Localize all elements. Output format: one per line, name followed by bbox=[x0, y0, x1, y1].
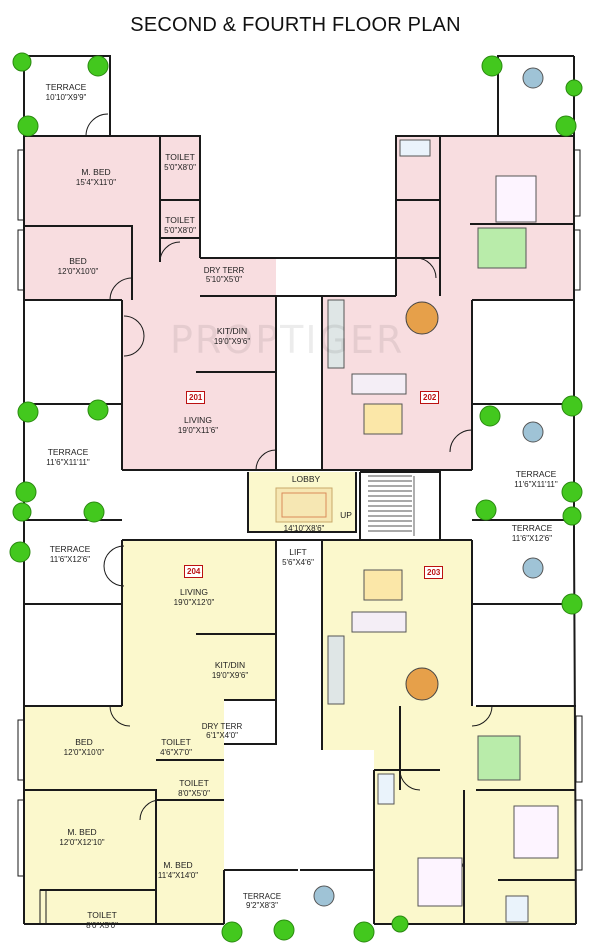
room-toilet-201b: TOILET 5'0"X8'0" bbox=[164, 215, 196, 235]
room-terrace-top-left: TERRACE 10'10"X9'9" bbox=[45, 82, 87, 102]
stair-treads bbox=[368, 475, 415, 536]
room-toilet-204b: TOILET 8'0"X5'0" bbox=[178, 778, 210, 798]
kitchen-counter-202 bbox=[327, 299, 345, 369]
bed-203b bbox=[513, 805, 559, 859]
room-living-201: LIVING 19'0"X11'6" bbox=[177, 415, 219, 435]
unit-tag-203: 203 bbox=[424, 566, 444, 579]
tea-table-r1 bbox=[522, 421, 544, 443]
planters bbox=[9, 52, 583, 943]
room-dry-terrace-204: DRY TERR 6'1"X4'0" bbox=[201, 722, 243, 741]
room-toilet-204a: TOILET 4'6"X7'0" bbox=[160, 737, 192, 757]
bed-203c bbox=[417, 857, 463, 907]
bed-203a bbox=[477, 735, 521, 781]
coffee-table-203 bbox=[363, 569, 403, 601]
coffee-table-202 bbox=[363, 403, 403, 435]
room-lift: LIFT 5'6"X4'6" bbox=[282, 547, 314, 567]
dining-table-202 bbox=[405, 301, 439, 335]
unit-tag-204: 204 bbox=[184, 565, 204, 578]
unit-tag-201: 201 bbox=[186, 391, 206, 404]
tea-table-tl bbox=[522, 67, 544, 89]
sofa-202 bbox=[351, 373, 407, 395]
room-mbed-204b: M. BED 11'4"X14'0" bbox=[157, 860, 199, 880]
unit-201-floor bbox=[24, 136, 276, 470]
bathtub-203 bbox=[377, 773, 395, 805]
room-living-204: LIVING 19'0"X12'0" bbox=[173, 587, 215, 607]
stair-up-label: UP bbox=[340, 510, 352, 520]
room-terrace-left-2: TERRACE 11'6"X12'6" bbox=[49, 544, 91, 564]
furniture bbox=[313, 67, 559, 923]
bed-202b bbox=[477, 227, 527, 269]
unit-204-floor bbox=[24, 540, 276, 924]
room-terrace-right-1: TERRACE 11'6"X11'11" bbox=[514, 469, 558, 489]
bathtub-203b bbox=[505, 895, 529, 923]
unit-tag-202: 202 bbox=[420, 391, 440, 404]
kitchen-counter-203 bbox=[327, 635, 345, 705]
room-mbed-204a: M. BED 12'0"X12'10" bbox=[59, 827, 105, 847]
unit-203-floor bbox=[322, 540, 576, 924]
room-kitdin-204: KIT/DIN 19'0"X9'6" bbox=[211, 660, 249, 680]
walls bbox=[23, 55, 577, 925]
lobby-rug bbox=[275, 487, 333, 523]
room-mbed-201: M. BED 15'4"X11'0" bbox=[75, 167, 117, 187]
room-terrace-right-2: TERRACE 11'6"X12'6" bbox=[511, 523, 553, 543]
room-terrace-bottom: TERRACE 9'2"X8'3" bbox=[242, 892, 282, 911]
room-dry-terrace-201: DRY TERR 5'10"X5'0" bbox=[203, 266, 245, 285]
tea-table-b bbox=[313, 885, 335, 907]
lobby-dimension: 14'10"X8'6" bbox=[283, 524, 325, 533]
room-lobby: LOBBY bbox=[291, 474, 321, 484]
room-toilet-204c: TOILET 8'0"X5'0" bbox=[86, 910, 118, 930]
bathtub-202 bbox=[399, 139, 431, 157]
room-bed-201: BED 12'0"X10'0" bbox=[57, 256, 99, 276]
door-swings bbox=[85, 113, 493, 881]
room-kitdin-201: KIT/DIN 19'0"X9'6" bbox=[213, 326, 251, 346]
room-toilet-201a: TOILET 5'0"X8'0" bbox=[164, 152, 196, 172]
plan-title: SECOND & FOURTH FLOOR PLAN bbox=[130, 14, 461, 36]
windows bbox=[17, 149, 583, 925]
room-terrace-left-1: TERRACE 11'6"X11'11" bbox=[46, 447, 90, 467]
tea-table-r2 bbox=[522, 557, 544, 579]
watermark: PROPTIGER bbox=[170, 318, 405, 362]
sofa-203 bbox=[351, 611, 407, 633]
bed-202a bbox=[495, 175, 537, 223]
dining-table-203 bbox=[405, 667, 439, 701]
room-bed-204: BED 12'0"X10'0" bbox=[63, 737, 105, 757]
